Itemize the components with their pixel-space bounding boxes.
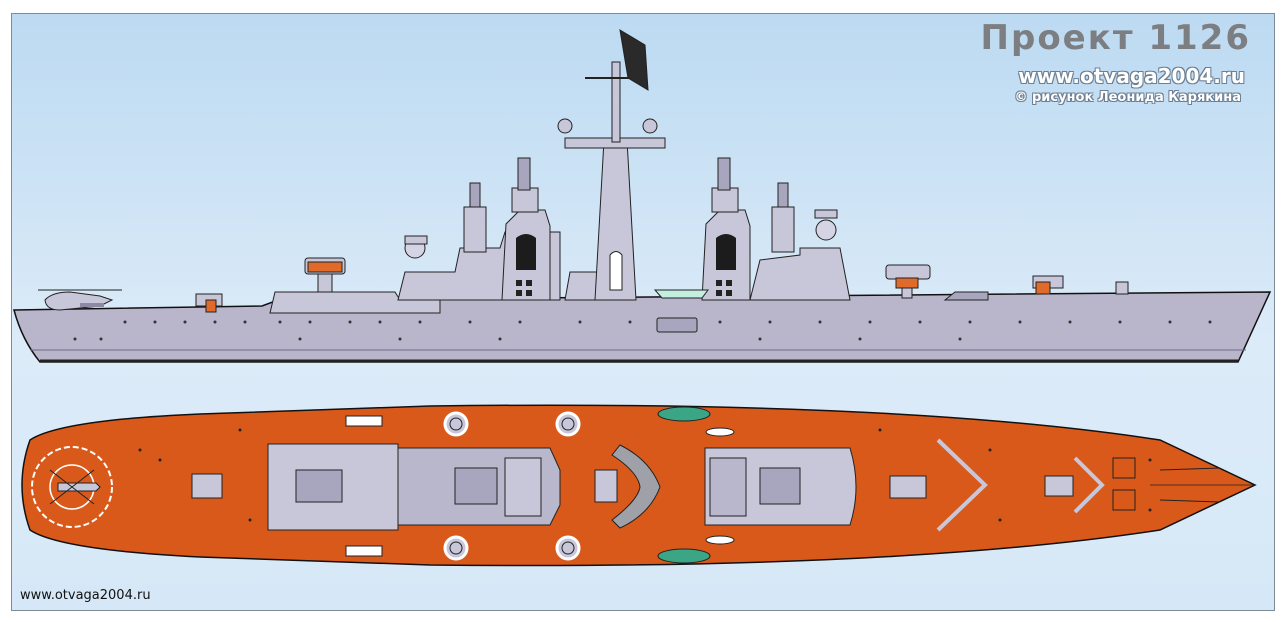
author-credit: © рисунок Леонида Карякина bbox=[1014, 90, 1241, 105]
fwd-launcher-plan-icon bbox=[889, 475, 1074, 499]
fwd-radar-antenna-icon bbox=[814, 209, 838, 241]
fwd-missile-launcher-icon bbox=[885, 264, 931, 299]
mast-plan bbox=[594, 444, 661, 529]
footer-website: www.otvaga2004.ru bbox=[20, 588, 151, 603]
ship-boat-icon bbox=[653, 289, 709, 299]
aft-radar-antenna-icon bbox=[404, 235, 428, 259]
portholes bbox=[73, 320, 1212, 341]
fwd-funnel bbox=[771, 182, 795, 253]
side-profile-view bbox=[13, 29, 1272, 363]
website-watermark: www.otvaga2004.ru bbox=[1018, 64, 1245, 88]
aft-radar-tower bbox=[501, 157, 551, 301]
hull-hatch bbox=[656, 317, 698, 333]
boat-starboard-icon bbox=[657, 548, 711, 564]
boat-port-icon bbox=[657, 406, 711, 422]
bow-fittings bbox=[1112, 457, 1221, 511]
aft-missile-launcher-icon bbox=[304, 257, 346, 293]
side-gun-mounts bbox=[443, 411, 581, 561]
aft-gun-mount-icon bbox=[195, 293, 223, 313]
fwd-radar-tower bbox=[701, 157, 751, 301]
project-title: Проект 1126 bbox=[980, 18, 1251, 58]
main-mast bbox=[557, 29, 666, 301]
helicopter-icon bbox=[38, 289, 122, 311]
vents bbox=[345, 415, 383, 557]
top-plan-view bbox=[21, 404, 1257, 567]
fwd-gun-mount-icon bbox=[1032, 275, 1064, 295]
aft-funnel bbox=[463, 182, 487, 253]
helipad bbox=[31, 446, 113, 528]
deck-fittings bbox=[138, 428, 1152, 522]
